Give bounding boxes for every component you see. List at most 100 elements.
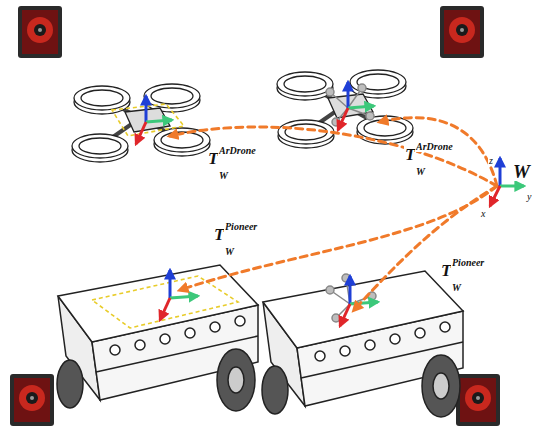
label-wrap: x <box>480 203 486 221</box>
axis-label: y <box>526 192 532 202</box>
y-axis <box>146 120 172 122</box>
sonar <box>315 351 325 361</box>
camera-face <box>460 378 496 422</box>
z-axis <box>145 96 148 122</box>
rotor <box>74 86 130 110</box>
sonar <box>415 328 425 338</box>
sonar <box>390 334 400 344</box>
sonar <box>235 316 245 326</box>
transform-label: W <box>224 247 235 257</box>
body-frame-axes <box>340 276 378 326</box>
transform-curve <box>170 127 497 186</box>
robot-wheel <box>262 366 288 414</box>
camera-ring <box>449 17 475 43</box>
mocap-camera <box>10 374 54 426</box>
body-frame-axes <box>160 270 198 320</box>
label-wrap: W <box>224 241 235 259</box>
rotor <box>144 84 200 108</box>
camera-glint <box>38 28 42 32</box>
transform-curve <box>354 186 497 310</box>
pioneer-robot <box>262 271 463 417</box>
pioneer-robot <box>57 265 258 411</box>
label-wrap: Pioneer <box>224 216 258 234</box>
camera-ring <box>19 385 45 411</box>
label-wrap: y <box>526 186 532 204</box>
quadrotor-drone <box>277 70 413 148</box>
label-wrap: W <box>415 161 426 179</box>
camera-body <box>10 374 54 426</box>
sonar <box>135 340 145 350</box>
marker-ball <box>326 286 334 294</box>
marker-ball <box>332 314 340 322</box>
x-axis <box>160 298 170 320</box>
y-axis <box>170 296 198 298</box>
axis-label: W <box>512 162 531 181</box>
quadrotor-drone <box>72 84 210 162</box>
label-wrap: ArDrone <box>218 140 257 158</box>
camera-lens <box>26 392 38 404</box>
label-wrap: W <box>451 277 462 295</box>
camera-face <box>22 10 58 54</box>
wheel-hub <box>433 373 449 399</box>
camera-body <box>440 6 484 58</box>
tracking-markers <box>326 274 376 322</box>
sonar <box>160 334 170 344</box>
z-axis <box>347 82 350 108</box>
tracking-markers <box>326 84 374 126</box>
tracked-outline <box>112 104 184 136</box>
transform-curve <box>180 186 497 290</box>
wheel-hub <box>228 367 244 393</box>
transform-label: ArDrone <box>218 146 257 156</box>
rotor-inner <box>284 76 326 92</box>
mocap-camera <box>456 374 500 426</box>
label-wrap: W <box>512 162 531 182</box>
transform-label: Pioneer <box>451 258 485 268</box>
robot-top <box>58 265 258 342</box>
robot-top <box>263 271 463 348</box>
transform-label: Pioneer <box>224 222 258 232</box>
mocap-camera <box>440 6 484 58</box>
rotor <box>277 72 333 96</box>
y-axis <box>500 185 524 188</box>
z-axis <box>169 270 172 298</box>
transform-label: ArDrone <box>415 142 454 152</box>
camera-glint <box>476 396 480 400</box>
rotor <box>350 70 406 94</box>
camera-ring <box>27 17 53 43</box>
z-axis <box>499 158 502 186</box>
camera-body <box>18 6 62 58</box>
label-wrap: z <box>488 150 494 168</box>
transform-curve <box>380 118 497 186</box>
mocap-camera <box>18 6 62 58</box>
label-wrap: ArDrone <box>415 136 454 154</box>
camera-lens <box>472 392 484 404</box>
rotor-inner <box>151 88 193 104</box>
camera-body <box>456 374 500 426</box>
camera-ring <box>465 385 491 411</box>
camera-face <box>444 10 480 54</box>
z-axis <box>349 276 352 304</box>
sonar <box>210 322 220 332</box>
x-axis <box>340 304 350 326</box>
rotor <box>72 134 128 158</box>
camera-face <box>14 378 50 422</box>
robot-wheel <box>217 349 255 411</box>
rotor-inner <box>81 90 123 106</box>
x-axis <box>338 108 348 130</box>
label-wrap: Pioneer <box>451 252 485 270</box>
camera-glint <box>460 28 464 32</box>
y-axis <box>348 106 374 108</box>
robot-wheel <box>57 360 83 408</box>
axis-label: z <box>488 156 494 166</box>
tracked-outline <box>92 276 238 328</box>
transform-label: W <box>415 167 426 177</box>
marker-ball <box>358 84 366 92</box>
marker-ball <box>326 88 334 96</box>
robot-wheel <box>422 355 460 417</box>
camera-lens <box>456 24 468 36</box>
sonar <box>365 340 375 350</box>
y-axis <box>350 302 378 304</box>
x-axis <box>136 122 146 144</box>
